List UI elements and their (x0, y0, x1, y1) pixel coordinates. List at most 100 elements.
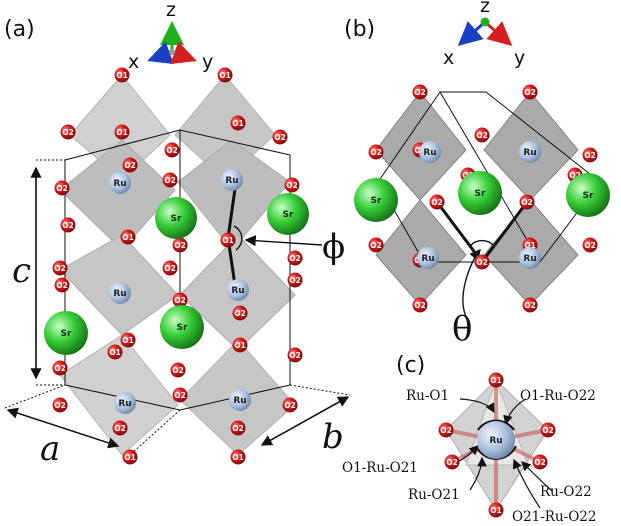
oxygen-o1-atom: O1 (220, 232, 236, 248)
oxygen-o2-atom: O2 (162, 260, 178, 276)
oxygen-o2-atom: O2 (164, 142, 180, 158)
oxygen-o2-atom: O2 (230, 420, 246, 436)
oxygen-o2-atom: O2 (412, 84, 428, 100)
ruthenium-atom: Ru (519, 247, 541, 269)
oxygen-o2-atom-label: O2 (166, 146, 178, 155)
ruthenium-atom-label: Ru (118, 399, 131, 409)
oxygen-o1-atom-label: O1 (116, 71, 128, 80)
ruthenium-atom: Ru (109, 172, 131, 194)
anno-ru-o21: Ru-O21 (408, 487, 460, 503)
ruthenium-atom: Ru (519, 141, 541, 163)
oxygen-o2-atom-label: O2 (124, 161, 136, 170)
axis-y-label-b: y (514, 47, 525, 69)
oxygen-o1-atom: O1 (217, 67, 233, 83)
anno-o21-ru-o22: O21-Ru-O22 (512, 509, 596, 525)
panel-b: (b) z x y θ O2O2O2O2O2O1O1O2O2O2O2O2O1O1… (344, 0, 610, 349)
oxygen-o1-atom-label: O1 (122, 233, 134, 242)
strontium-atom-label: Sr (583, 191, 594, 201)
strontium-atom: Sr (155, 197, 197, 239)
oxygen-o2-atom: O2 (444, 454, 460, 470)
oxygen-o2-atom-label: O2 (289, 276, 301, 285)
oxygen-o2-atom: O2 (60, 217, 76, 233)
oxygen-o1-atom-label: O1 (524, 241, 536, 250)
ruthenium-atom: Ru (477, 421, 515, 459)
strontium-atom: Sr (267, 193, 309, 235)
phi-label: ϕ (322, 227, 345, 267)
lattice-a-label: a (40, 429, 60, 469)
oxygen-o2-atom-label: O2 (54, 264, 66, 273)
panel-c-label: (c) (396, 353, 425, 378)
oxygen-o2-atom: O2 (284, 177, 300, 193)
oxygen-o2-atom-label: O2 (174, 296, 186, 305)
oxygen-o2-atom: O2 (368, 237, 384, 253)
oxygen-o2-atom: O2 (532, 454, 548, 470)
axis-triad-b: z x y (443, 0, 525, 69)
oxygen-o2-atom: O2 (474, 254, 490, 270)
oxygen-o2-atom: O2 (522, 84, 538, 100)
strontium-atom: Sr (458, 171, 502, 215)
strontium-atom: Sr (44, 311, 88, 355)
oxygen-o2-atom: O2 (429, 194, 445, 210)
oxygen-o2-atom: O2 (112, 420, 128, 436)
oxygen-o2-atom-label: O2 (174, 241, 186, 250)
oxygen-o2-atom-label: O2 (114, 424, 126, 433)
oxygen-o1-atom-label: O1 (116, 128, 128, 137)
oxygen-o2-atom-label: O2 (174, 391, 186, 400)
ruthenium-atom-label: Ru (113, 179, 126, 189)
anno-o1-ru-o21: O1-Ru-O21 (342, 460, 418, 476)
ruthenium-atom-label: Ru (523, 254, 536, 264)
axis-z-label-b: z (480, 0, 490, 17)
oxygen-o1-atom-label: O1 (232, 453, 244, 462)
ruthenium-atom-label: Ru (489, 436, 502, 446)
oxygen-o1-atom-label: O1 (219, 71, 231, 80)
oxygen-o2-atom: O2 (172, 237, 188, 253)
oxygen-o1-atom-label: O1 (234, 341, 246, 350)
oxygen-o2-atom: O2 (582, 147, 598, 163)
strontium-atom-label: Sr (283, 210, 294, 220)
oxygen-o2-atom-label: O2 (584, 241, 596, 250)
oxygen-o2-atom: O2 (522, 297, 538, 313)
oxygen-o1-atom-label: O1 (490, 506, 502, 515)
oxygen-o1-atom: O1 (107, 344, 123, 360)
strontium-atom-label: Sr (171, 214, 182, 224)
oxygen-o2-atom-label: O2 (476, 258, 488, 267)
oxygen-o2-atom: O2 (474, 127, 490, 143)
oxygen-o2-atom-label: O2 (286, 181, 298, 190)
oxygen-o1-atom: O1 (114, 67, 130, 83)
oxygen-o2-atom-label: O2 (440, 426, 452, 435)
oxygen-o1-atom-label: O1 (122, 336, 134, 345)
oxygen-o2-atom: O2 (60, 124, 76, 140)
oxygen-o2-atom-label: O2 (431, 198, 443, 207)
ruthenium-atom-label: Ru (113, 289, 126, 299)
oxygen-o2-atom-label: O2 (289, 254, 301, 263)
oxygen-o2-atom-label: O2 (54, 364, 66, 373)
theta-label: θ (452, 309, 472, 349)
oxygen-o2-atom-label: O2 (414, 301, 426, 310)
oxygen-o2-atom: O2 (519, 194, 535, 210)
oxygen-o2-atom: O2 (54, 277, 70, 293)
oxygen-o2-atom: O2 (162, 172, 178, 188)
panel-a: (a) z x y (4, 0, 351, 469)
oxygen-o2-atom-label: O2 (370, 241, 382, 250)
oxygen-o2-atom: O2 (368, 144, 384, 160)
ruthenium-atom-label: Ru (421, 254, 434, 264)
panel-c: (c) Ru-O1 O1-Ru-O22 O1-Ru- (342, 353, 596, 525)
oxygen-o2-atom-label: O2 (542, 426, 554, 435)
oxygen-o2-atom-label: O2 (476, 131, 488, 140)
axis-x-label-b: x (443, 47, 454, 69)
oxygen-o1-atom: O1 (232, 337, 248, 353)
oxygen-o2-atom: O2 (287, 272, 303, 288)
oxygen-o1-atom: O1 (488, 372, 504, 388)
anno-ru-o22: Ru-O22 (540, 484, 592, 500)
oxygen-o2-atom: O2 (52, 360, 68, 376)
panel-a-label: (a) (4, 17, 35, 42)
ruthenium-atom: Ru (417, 247, 439, 269)
ruthenium-atom: Ru (419, 141, 441, 163)
oxygen-o1-atom: O1 (230, 449, 246, 465)
panel-b-label: (b) (344, 17, 375, 42)
oxygen-o2-atom-label: O2 (524, 301, 536, 310)
axis-y-label: y (202, 51, 213, 73)
oxygen-o2-atom-label: O2 (62, 128, 74, 137)
